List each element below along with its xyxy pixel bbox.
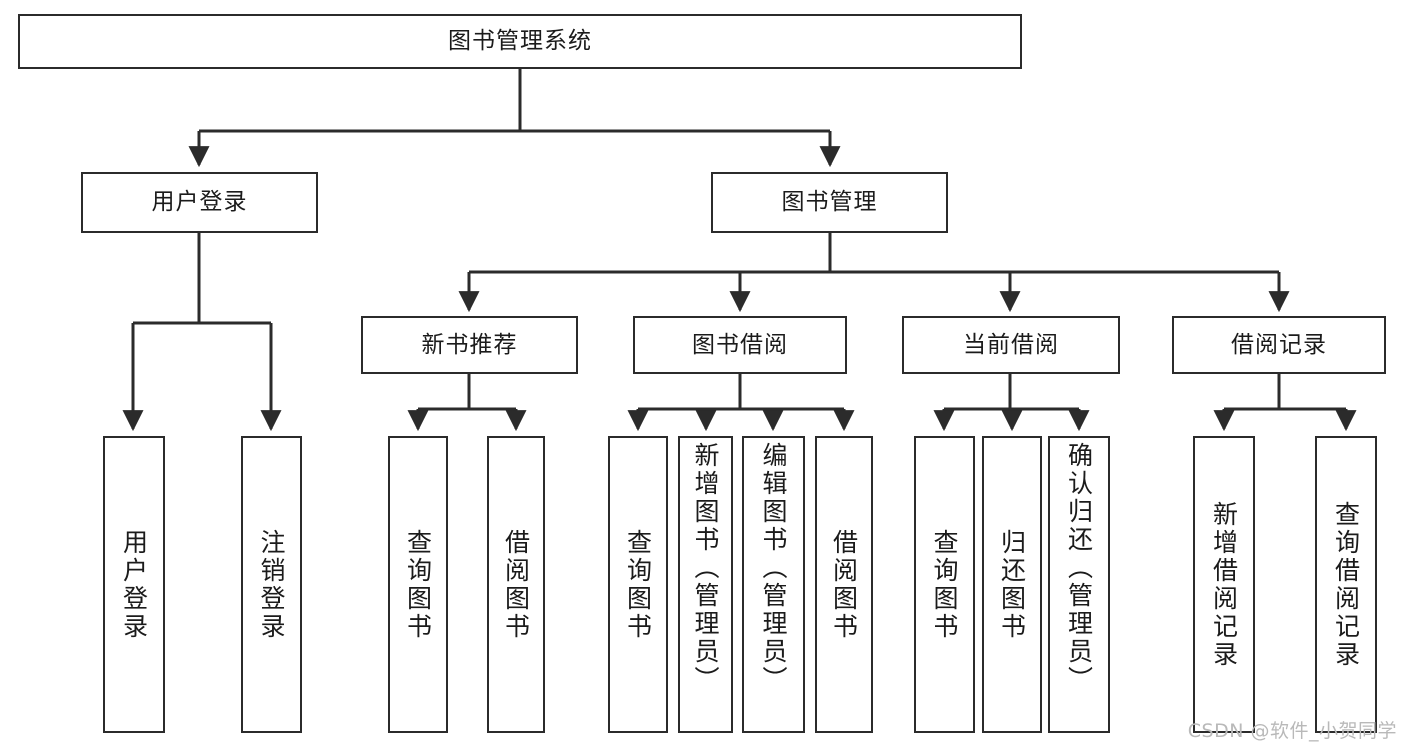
node-label: 图书管理系统 [448,28,592,55]
node-label: 借阅记录 [1231,331,1327,358]
node-label: 确认归还（管理员） [1064,442,1094,694]
node-label: 用户登录 [119,528,149,641]
leaf-confirm-return-admin[interactable]: 确认归还（管理员） [1048,436,1110,733]
node-label: 新增借阅记录 [1209,500,1239,669]
leaf-edit-book-admin[interactable]: 编辑图书（管理员） [742,436,805,733]
node-root-book-management-system[interactable]: 图书管理系统 [18,14,1022,69]
node-label: 注销登录 [257,528,286,641]
node-label: 查询图书 [623,528,653,641]
leaf-add-borrowing-record[interactable]: 新增借阅记录 [1193,436,1255,733]
node-label: 查询借阅记录 [1331,500,1361,669]
node-user-login[interactable]: 用户登录 [81,172,318,233]
node-label: 查询图书 [930,528,959,641]
leaf-add-book-admin[interactable]: 新增图书（管理员） [678,436,733,733]
node-label: 用户登录 [151,189,248,216]
node-new-book-recommendation[interactable]: 新书推荐 [361,316,578,374]
node-label: 查询图书 [403,528,433,641]
leaf-logout[interactable]: 注销登录 [241,436,302,733]
node-label: 编辑图书（管理员） [759,442,788,694]
node-label: 新书推荐 [421,331,518,358]
leaf-query-books-current[interactable]: 查询图书 [914,436,975,733]
leaf-query-books-borrowing[interactable]: 查询图书 [608,436,668,733]
node-current-borrowings[interactable]: 当前借阅 [902,316,1120,374]
node-label: 图书管理 [781,189,878,216]
node-label: 新增图书（管理员） [691,442,720,694]
leaf-query-borrowing-record[interactable]: 查询借阅记录 [1315,436,1377,733]
leaf-borrow-books-borrowing[interactable]: 借阅图书 [815,436,873,733]
leaf-user-login[interactable]: 用户登录 [103,436,165,733]
leaf-query-books-new-recommend[interactable]: 查询图书 [388,436,448,733]
node-book-borrowing[interactable]: 图书借阅 [633,316,847,374]
node-label: 归还图书 [997,528,1027,641]
node-borrowing-records[interactable]: 借阅记录 [1172,316,1386,374]
node-label: 借阅图书 [501,528,531,641]
node-book-management[interactable]: 图书管理 [711,172,948,233]
node-label: 借阅图书 [829,528,859,641]
leaf-return-books[interactable]: 归还图书 [982,436,1042,733]
leaf-borrow-books-new-recommend[interactable]: 借阅图书 [487,436,545,733]
node-label: 图书借阅 [692,331,788,358]
node-label: 当前借阅 [963,331,1059,358]
